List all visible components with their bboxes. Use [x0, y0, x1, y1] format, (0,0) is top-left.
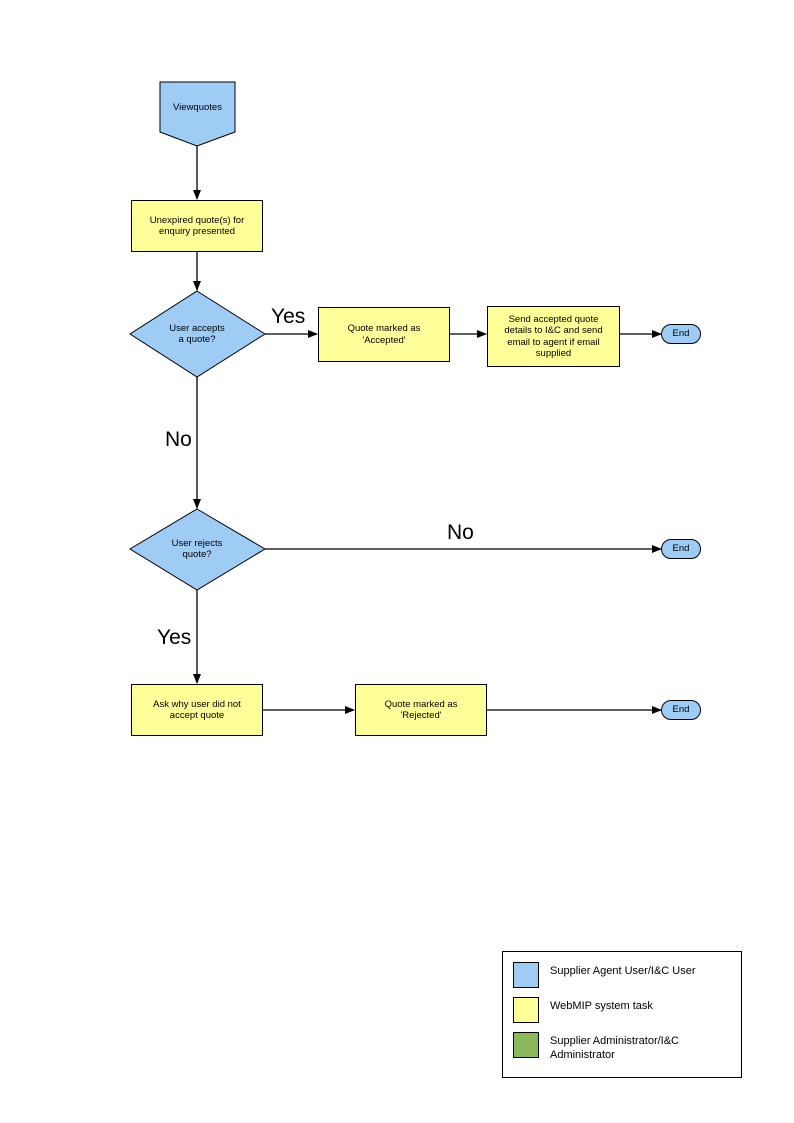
edge-label-rejects-yes-text: Yes	[157, 626, 192, 649]
process-send-accepted-details[interactable]: Send accepted quote details to I&C and s…	[487, 306, 620, 367]
legend-item-supplier-agent-user: Supplier Agent User/I&C User	[513, 962, 741, 988]
terminator-end-no-reject[interactable]: End	[661, 539, 701, 559]
process-unexpired-quotes-label: Unexpired quote(s) for enquiry presented	[149, 214, 245, 237]
process-ask-why-not-accept[interactable]: Ask why user did not accept quote	[131, 684, 263, 736]
process-quote-marked-rejected[interactable]: Quote marked as 'Rejected'	[355, 684, 487, 736]
legend-swatch-green	[513, 1032, 539, 1058]
start-shape-viewquotes	[159, 81, 236, 147]
edge-label-rejects-no-text: No	[447, 521, 474, 544]
process-unexpired-quotes[interactable]: Unexpired quote(s) for enquiry presented	[131, 200, 263, 252]
legend-label-supplier-agent-user: Supplier Agent User/I&C User	[550, 965, 696, 977]
start-label-viewquotes: Viewquotes	[160, 82, 235, 132]
process-quote-marked-rejected-label: Quote marked as 'Rejected'	[384, 698, 458, 721]
terminator-end-accepted-label: End	[672, 328, 690, 340]
legend-item-webmip-system-task: WebMIP system task	[513, 997, 741, 1023]
decision-user-accepts-quote-text: User accepts a quote?	[169, 322, 225, 345]
process-quote-marked-accepted-label: Quote marked as 'Accepted'	[347, 323, 421, 346]
edge-label-accepts-no-text: No	[165, 428, 192, 451]
process-quote-marked-accepted[interactable]: Quote marked as 'Accepted'	[318, 307, 450, 362]
terminator-end-accepted[interactable]: End	[661, 324, 701, 344]
process-ask-why-not-accept-label: Ask why user did not accept quote	[153, 698, 241, 721]
decision-user-rejects-quote-text: User rejects quote?	[171, 537, 223, 560]
legend-box: Supplier Agent User/I&C User WebMIP syst…	[502, 951, 742, 1078]
start-label-text: Viewquotes	[173, 101, 222, 113]
edge-label-rejects-yes: Yes	[157, 627, 191, 648]
decision-label-user-rejects-quote: User rejects quote?	[141, 531, 253, 567]
process-send-accepted-details-label: Send accepted quote details to I&C and s…	[504, 314, 603, 359]
edge-label-accepts-no: No	[165, 429, 192, 450]
edge-label-rejects-no: No	[447, 522, 474, 543]
terminator-end-rejected-label: End	[672, 704, 690, 716]
legend-label-supplier-administrator: Supplier Administrator/I&C Administrator	[550, 1035, 679, 1061]
legend-item-supplier-administrator: Supplier Administrator/I&C Administrator	[513, 1032, 741, 1063]
decision-label-user-accepts-quote: User accepts a quote?	[141, 316, 253, 352]
terminator-end-rejected[interactable]: End	[661, 700, 701, 720]
legend-swatch-yellow	[513, 997, 539, 1023]
terminator-end-no-reject-label: End	[672, 543, 690, 555]
legend-label-webmip-system-task: WebMIP system task	[550, 1000, 653, 1012]
legend-swatch-blue	[513, 962, 539, 988]
edge-label-accepts-yes-text: Yes	[271, 305, 306, 328]
edge-label-accepts-yes: Yes	[271, 306, 305, 327]
